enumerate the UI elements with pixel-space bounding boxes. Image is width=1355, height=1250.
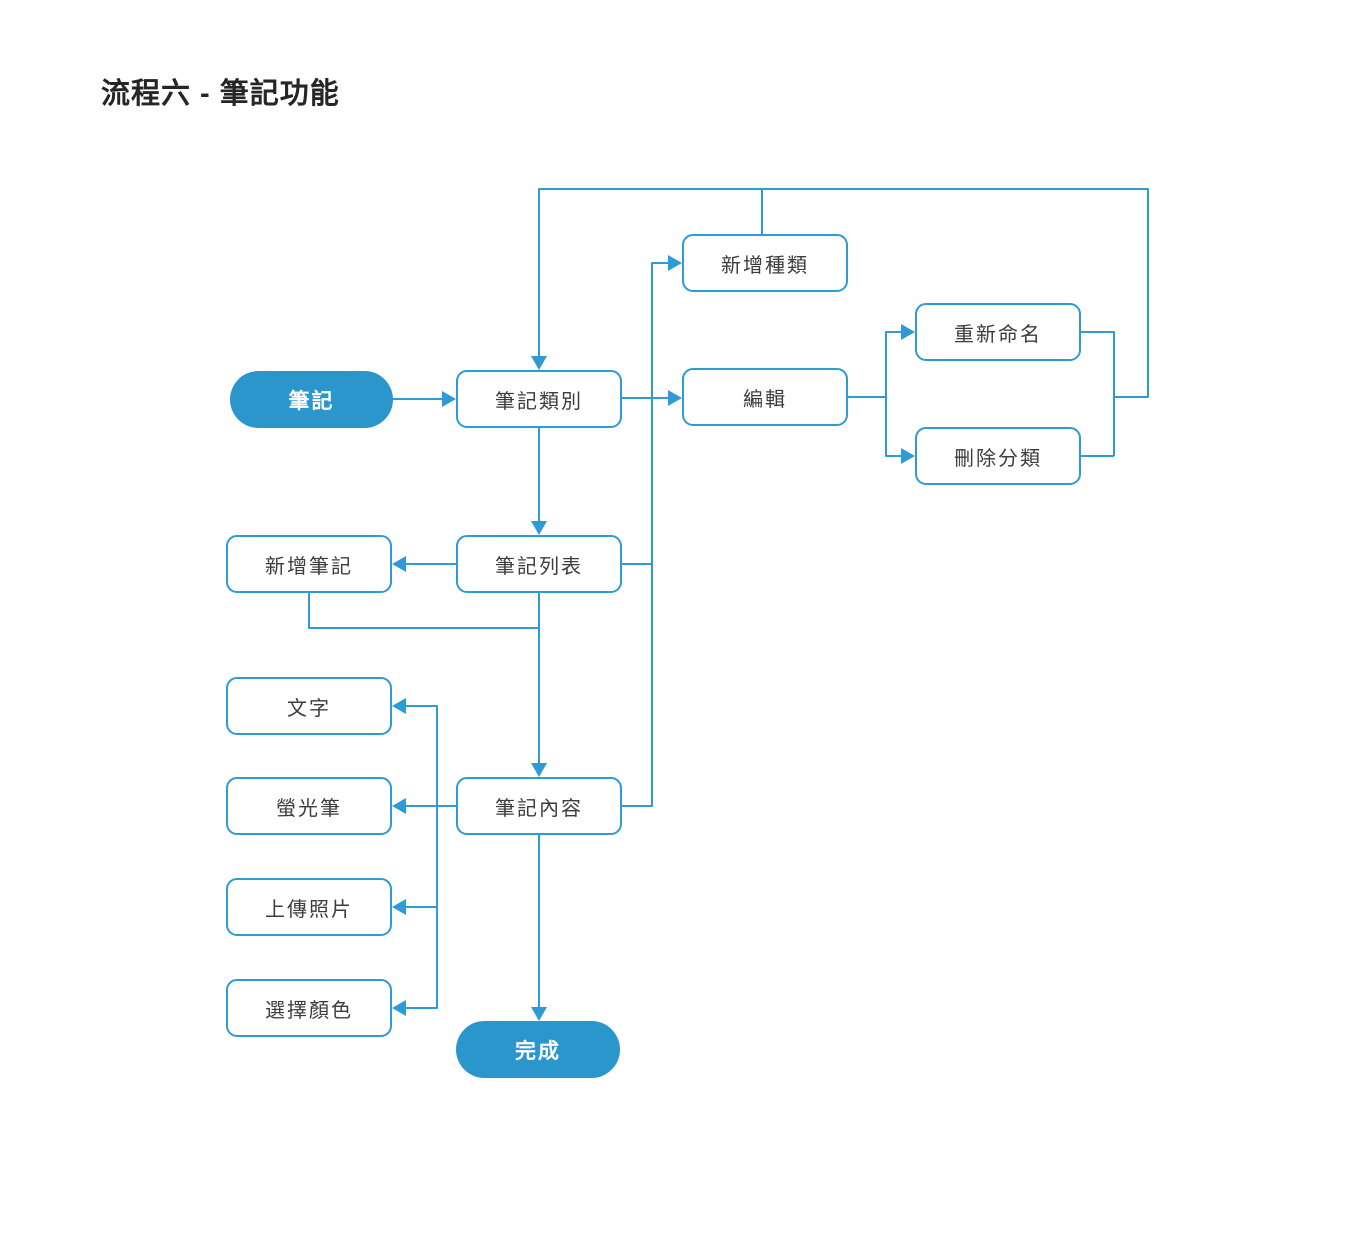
node-highlighter: 螢光筆 bbox=[226, 777, 392, 835]
edge-note-content-to-choose-color bbox=[392, 806, 438, 1016]
edge-add-note-loop-back bbox=[308, 593, 539, 629]
node-delete-category: 刪除分類 bbox=[915, 427, 1081, 485]
node-text: 文字 bbox=[226, 677, 392, 735]
page-title: 流程六 - 筆記功能 bbox=[101, 78, 340, 110]
node-note-list: 筆記列表 bbox=[456, 535, 622, 593]
edge-edit-to-delete-category bbox=[885, 397, 915, 464]
node-done: 完成 bbox=[456, 1021, 620, 1078]
node-rename: 重新命名 bbox=[915, 303, 1081, 361]
node-note-category: 筆記類別 bbox=[456, 370, 622, 428]
edge-children-return-to-note-category bbox=[539, 188, 1149, 457]
edge-edit-to-rename bbox=[848, 324, 915, 398]
node-edit: 編輯 bbox=[682, 368, 848, 426]
node-add-type: 新增種類 bbox=[682, 234, 848, 292]
node-upload-photo: 上傳照片 bbox=[226, 878, 392, 936]
node-add-note: 新增筆記 bbox=[226, 535, 392, 593]
edge-note-content-bus-to-add-type bbox=[622, 255, 682, 807]
node-start-notes: 筆記 bbox=[230, 371, 393, 428]
node-note-content: 筆記內容 bbox=[456, 777, 622, 835]
node-choose-color: 選擇顏色 bbox=[226, 979, 392, 1037]
edge-note-content-to-text bbox=[392, 698, 438, 806]
